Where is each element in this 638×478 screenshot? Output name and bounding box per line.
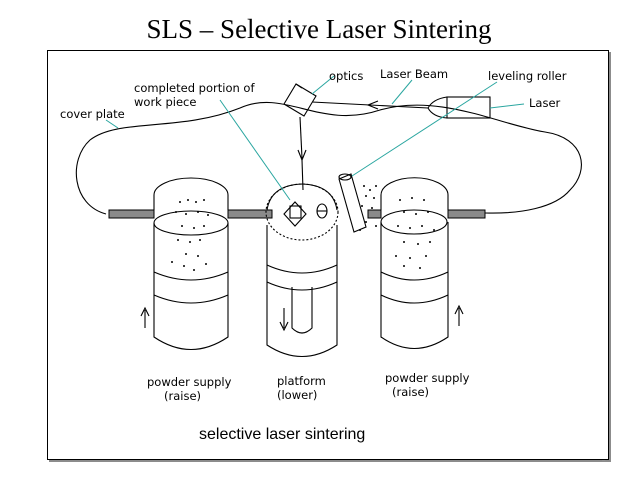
- optics-mirror: [283, 83, 317, 117]
- label-powder-supply-left-raise: (raise): [164, 389, 201, 403]
- page-marker: –: [602, 458, 606, 464]
- label-platform-lower: (lower): [277, 388, 317, 402]
- platform-cylinder: [265, 183, 339, 357]
- leveling-roller: [338, 173, 367, 233]
- label-laser: Laser: [529, 96, 561, 110]
- label-completed-portion-2: work piece: [134, 95, 196, 109]
- leader-lines: [105, 75, 525, 201]
- diagram-frame: [47, 50, 609, 460]
- label-cover-plate: cover plate: [60, 107, 125, 121]
- label-completed-portion-1: completed portion of: [134, 81, 255, 95]
- label-powder-supply-left: powder supply: [147, 375, 232, 389]
- laser-beam: [297, 100, 429, 191]
- workpiece-shapes: [283, 201, 328, 227]
- slide-title: SLS – Selective Laser Sintering: [146, 14, 492, 44]
- label-laser-beam: Laser Beam: [380, 67, 448, 81]
- raise-arrow-left: [140, 306, 150, 328]
- powder-supply-right-cylinder: [380, 177, 464, 349]
- cover-plate: [108, 209, 486, 219]
- powder-dots-left: [171, 199, 209, 271]
- spread-powder-dots: [359, 185, 377, 231]
- cover-enclosure: [75, 101, 582, 215]
- label-platform: platform: [277, 374, 326, 388]
- label-optics: optics: [329, 69, 363, 83]
- powder-dots-right: [395, 197, 435, 269]
- raise-arrow-right: [454, 304, 464, 326]
- label-powder-supply-right-raise: (raise): [392, 385, 429, 399]
- diagram-caption: selective laser sintering: [199, 426, 365, 443]
- powder-supply-left-cylinder: [140, 177, 229, 351]
- label-powder-supply-right: powder supply: [385, 371, 470, 385]
- lower-arrow-platform: [279, 308, 289, 332]
- label-leveling-roller: leveling roller: [488, 69, 567, 83]
